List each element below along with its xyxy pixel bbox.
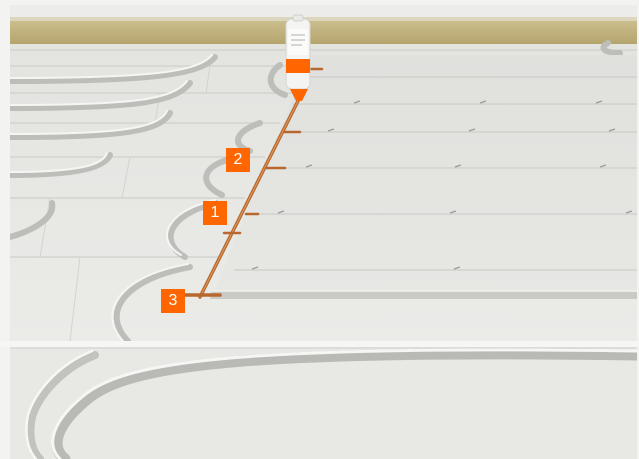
floor-installation-scene: 2 1 3 — [10, 5, 637, 341]
groove-detail-view — [10, 347, 637, 459]
insulation-strip — [10, 20, 637, 44]
adhesive-bottle-icon — [286, 15, 310, 101]
step-marker-3: 3 — [161, 289, 185, 313]
groove-detail-graphic — [10, 347, 637, 459]
floor-scene-graphic — [10, 5, 637, 341]
step-marker-2: 2 — [226, 148, 250, 172]
step-marker-1: 1 — [203, 201, 227, 225]
